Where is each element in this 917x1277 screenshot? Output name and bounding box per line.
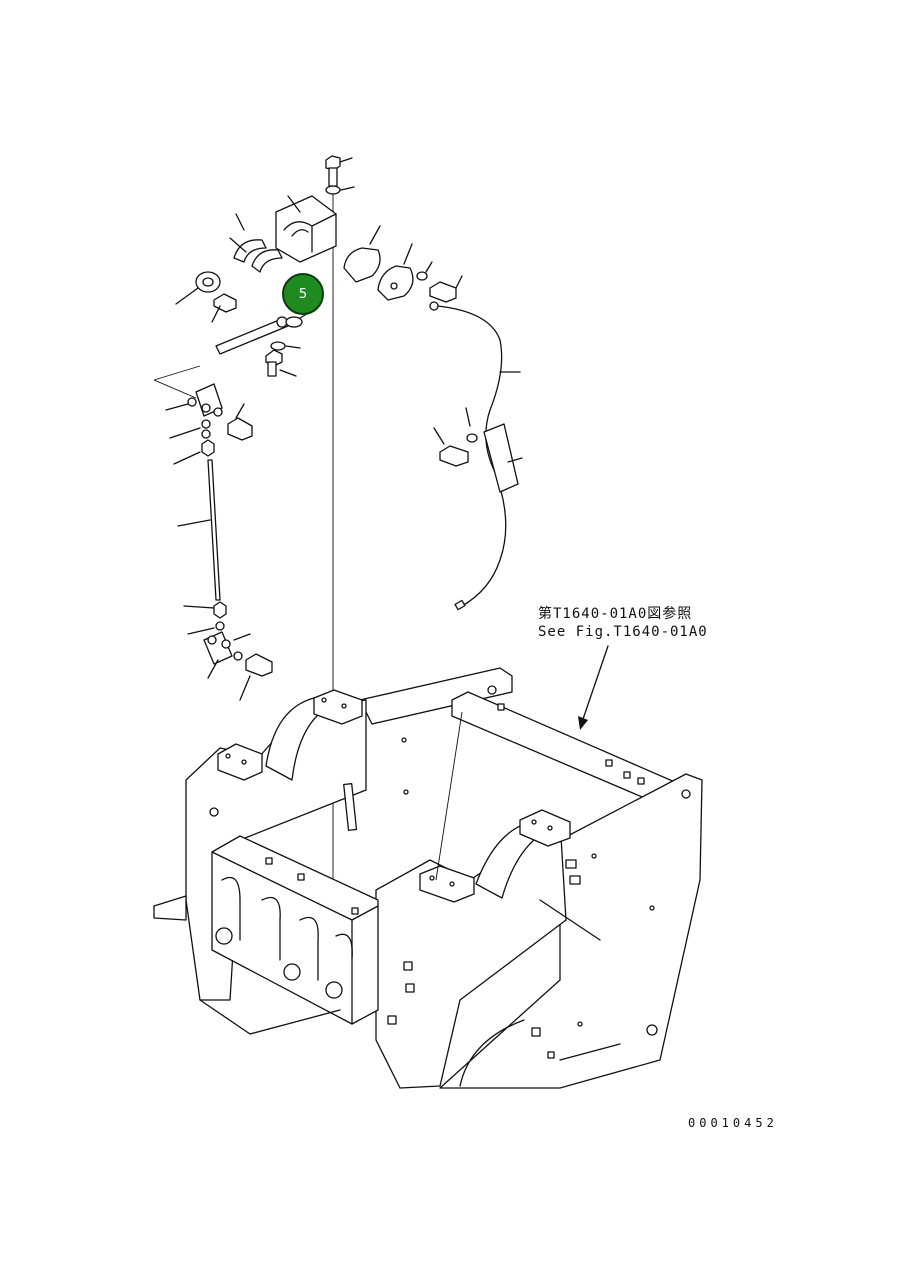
upper-linkage <box>153 365 253 465</box>
drawing-code: 00010452 <box>688 1116 778 1130</box>
lower-linkage <box>183 601 273 701</box>
top-bolt <box>325 155 355 195</box>
reference-note-en: See Fig.T1640-01A0 <box>538 624 708 640</box>
long-rod <box>177 459 221 601</box>
reference-leader <box>578 645 609 730</box>
callout-badge[interactable]: 5 <box>282 273 324 315</box>
callout-number: 5 <box>298 286 308 302</box>
frame-guide-line <box>435 711 463 881</box>
reference-note-jp: 第T1640-01A0図参照 <box>538 606 693 622</box>
cable-clamp <box>433 407 523 493</box>
right-bolt-washer <box>416 261 463 303</box>
bushing <box>175 271 237 323</box>
bearing-cap-housing <box>275 195 337 263</box>
bearing-shells <box>229 213 283 273</box>
cover-plates <box>343 225 414 301</box>
main-frame <box>153 667 703 1089</box>
lever-rod <box>215 311 311 377</box>
